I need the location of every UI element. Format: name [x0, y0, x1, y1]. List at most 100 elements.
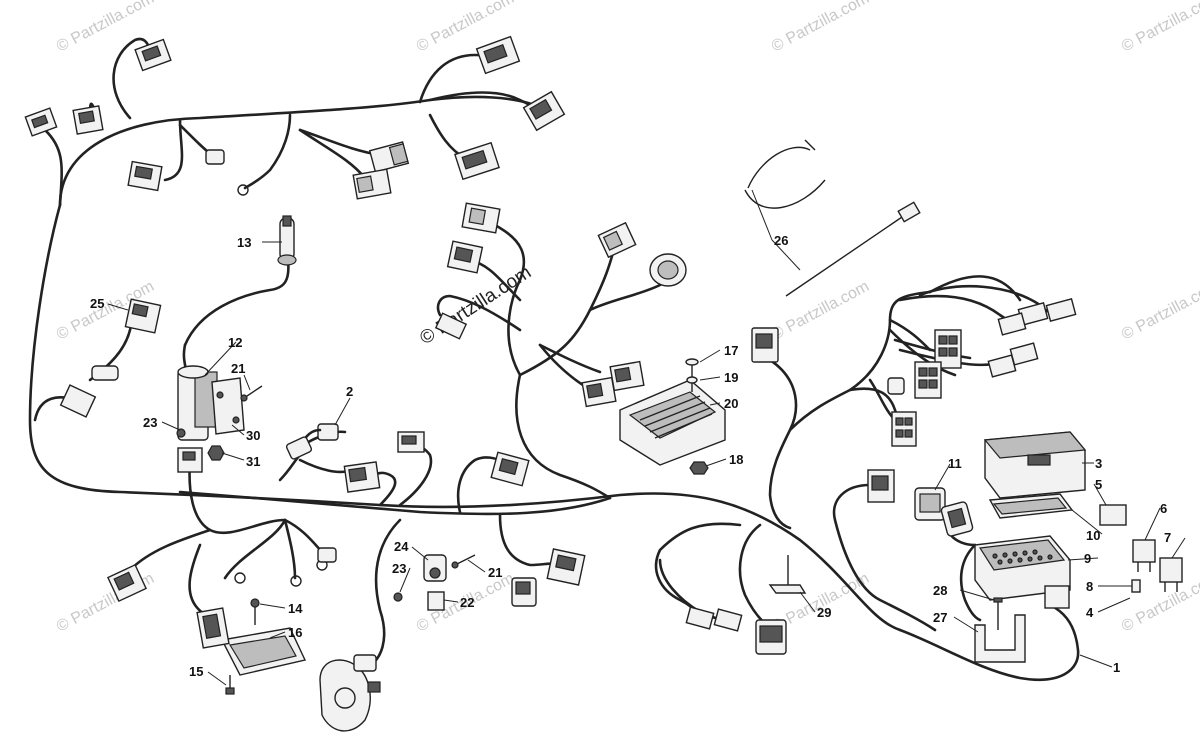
connector-right-cluster — [887, 298, 1077, 447]
bolt-15 — [225, 675, 235, 695]
callout-5: 5 — [1095, 477, 1102, 492]
connector-top-c — [475, 35, 521, 75]
callout-8: 8 — [1086, 579, 1093, 594]
sensor-24 — [423, 554, 447, 582]
spark-plug-cap-13 — [277, 215, 297, 266]
callout-22: 22 — [460, 595, 474, 610]
connector-part-25 — [124, 298, 162, 334]
ignition-coil-12 — [177, 365, 218, 441]
connector-top-left-d — [127, 160, 163, 192]
connector-top-left-c — [134, 38, 172, 72]
callout-23-left: 23 — [143, 415, 157, 430]
nut-23-left — [176, 428, 186, 438]
bolt-21-left — [240, 385, 263, 402]
callout-3: 3 — [1095, 456, 1102, 471]
callout-12: 12 — [228, 335, 242, 350]
ring-terminal-top — [237, 184, 249, 196]
bracket-27 — [974, 614, 1026, 663]
callout-18: 18 — [729, 452, 743, 467]
callout-numbers: 13 25 12 21 23 30 31 2 14 16 15 24 23 21… — [90, 233, 1171, 679]
connector-center-a — [343, 461, 381, 493]
connector-upper-center-c — [434, 312, 468, 340]
callout-9: 9 — [1084, 551, 1091, 566]
fuse-box-cover-3 — [983, 431, 1087, 499]
callout-30: 30 — [246, 428, 260, 443]
connector-top-d — [522, 90, 566, 132]
callout-28: 28 — [933, 583, 947, 598]
washer-19 — [686, 376, 698, 384]
ring-terminals-center — [234, 547, 337, 587]
leader-lines — [107, 189, 1186, 686]
relay-5 — [1099, 504, 1127, 526]
callout-27: 27 — [933, 610, 947, 625]
fuse-8 — [1131, 579, 1141, 593]
cable-tie-26 — [744, 139, 921, 297]
bolt-21-center — [451, 554, 476, 569]
callout-23-center: 23 — [392, 561, 406, 576]
voltage-regulator-20 — [619, 379, 726, 466]
connector-center-b — [397, 431, 425, 453]
watermark: © Partzilla.com — [1119, 0, 1200, 56]
wire-harness — [28, 37, 1080, 681]
coil-bracket-30 — [211, 377, 245, 435]
watermark: © Partzilla.com — [1119, 278, 1200, 344]
callout-13: 13 — [237, 235, 251, 250]
callout-26: 26 — [774, 233, 788, 248]
callout-10: 10 — [1086, 528, 1100, 543]
connector-upper-center-b — [446, 240, 484, 274]
nut-31 — [207, 445, 225, 461]
nut-23-center — [393, 592, 403, 602]
connector-part-2 — [285, 423, 339, 460]
callout-11: 11 — [948, 456, 962, 471]
callout-14: 14 — [288, 601, 303, 616]
stator-housing — [319, 659, 381, 732]
connector-left-mid — [177, 447, 203, 473]
connector-22 — [427, 591, 445, 611]
callout-15: 15 — [189, 664, 203, 679]
connector-right-mid — [867, 469, 895, 503]
callout-29: 29 — [817, 605, 831, 620]
callout-4: 4 — [1086, 605, 1094, 620]
connector-small-top — [205, 149, 225, 165]
nut-18 — [689, 461, 709, 475]
sensor-round — [649, 253, 687, 287]
connector-bottom-center-b — [685, 606, 787, 655]
watermark: © Partzilla.com — [769, 0, 872, 56]
relay-connector-11 — [914, 487, 974, 537]
bolt-17 — [685, 358, 699, 392]
callout-21-left: 21 — [231, 361, 245, 376]
ecu-module-16 — [196, 607, 307, 676]
connector-top-left-b — [72, 105, 104, 135]
connector-upper-center-a — [461, 202, 501, 234]
connectors — [24, 35, 1183, 732]
screw-28 — [993, 597, 1003, 630]
callout-21-center: 21 — [488, 565, 502, 580]
connector-top-center-a — [368, 141, 410, 173]
connector-center-low — [511, 548, 586, 607]
connector-right-upper — [751, 327, 779, 363]
callout-25: 25 — [90, 296, 104, 311]
connector-bottom-left — [106, 563, 148, 603]
callout-16: 16 — [288, 625, 302, 640]
callout-2: 2 — [346, 384, 353, 399]
connector-left-large — [59, 384, 97, 418]
connector-center-c — [490, 451, 530, 487]
callout-17: 17 — [724, 343, 738, 358]
relay-7 — [1159, 557, 1183, 592]
fuse-block-9 — [974, 535, 1071, 609]
fuse-holder-left — [91, 365, 119, 381]
connector-bottom-center — [353, 654, 377, 672]
callout-31: 31 — [246, 454, 260, 469]
callout-7: 7 — [1164, 530, 1171, 545]
connector-top-left-a — [24, 107, 58, 137]
callout-6: 6 — [1160, 501, 1167, 516]
connector-upper-center-d — [597, 221, 637, 259]
callout-20: 20 — [724, 396, 738, 411]
connector-top-center-b — [352, 168, 392, 200]
relay-6 — [1132, 539, 1156, 572]
callout-19: 19 — [724, 370, 738, 385]
watermark: © Partzilla.com — [769, 278, 872, 344]
bolt-14 — [250, 598, 260, 625]
clip-29 — [768, 555, 807, 594]
